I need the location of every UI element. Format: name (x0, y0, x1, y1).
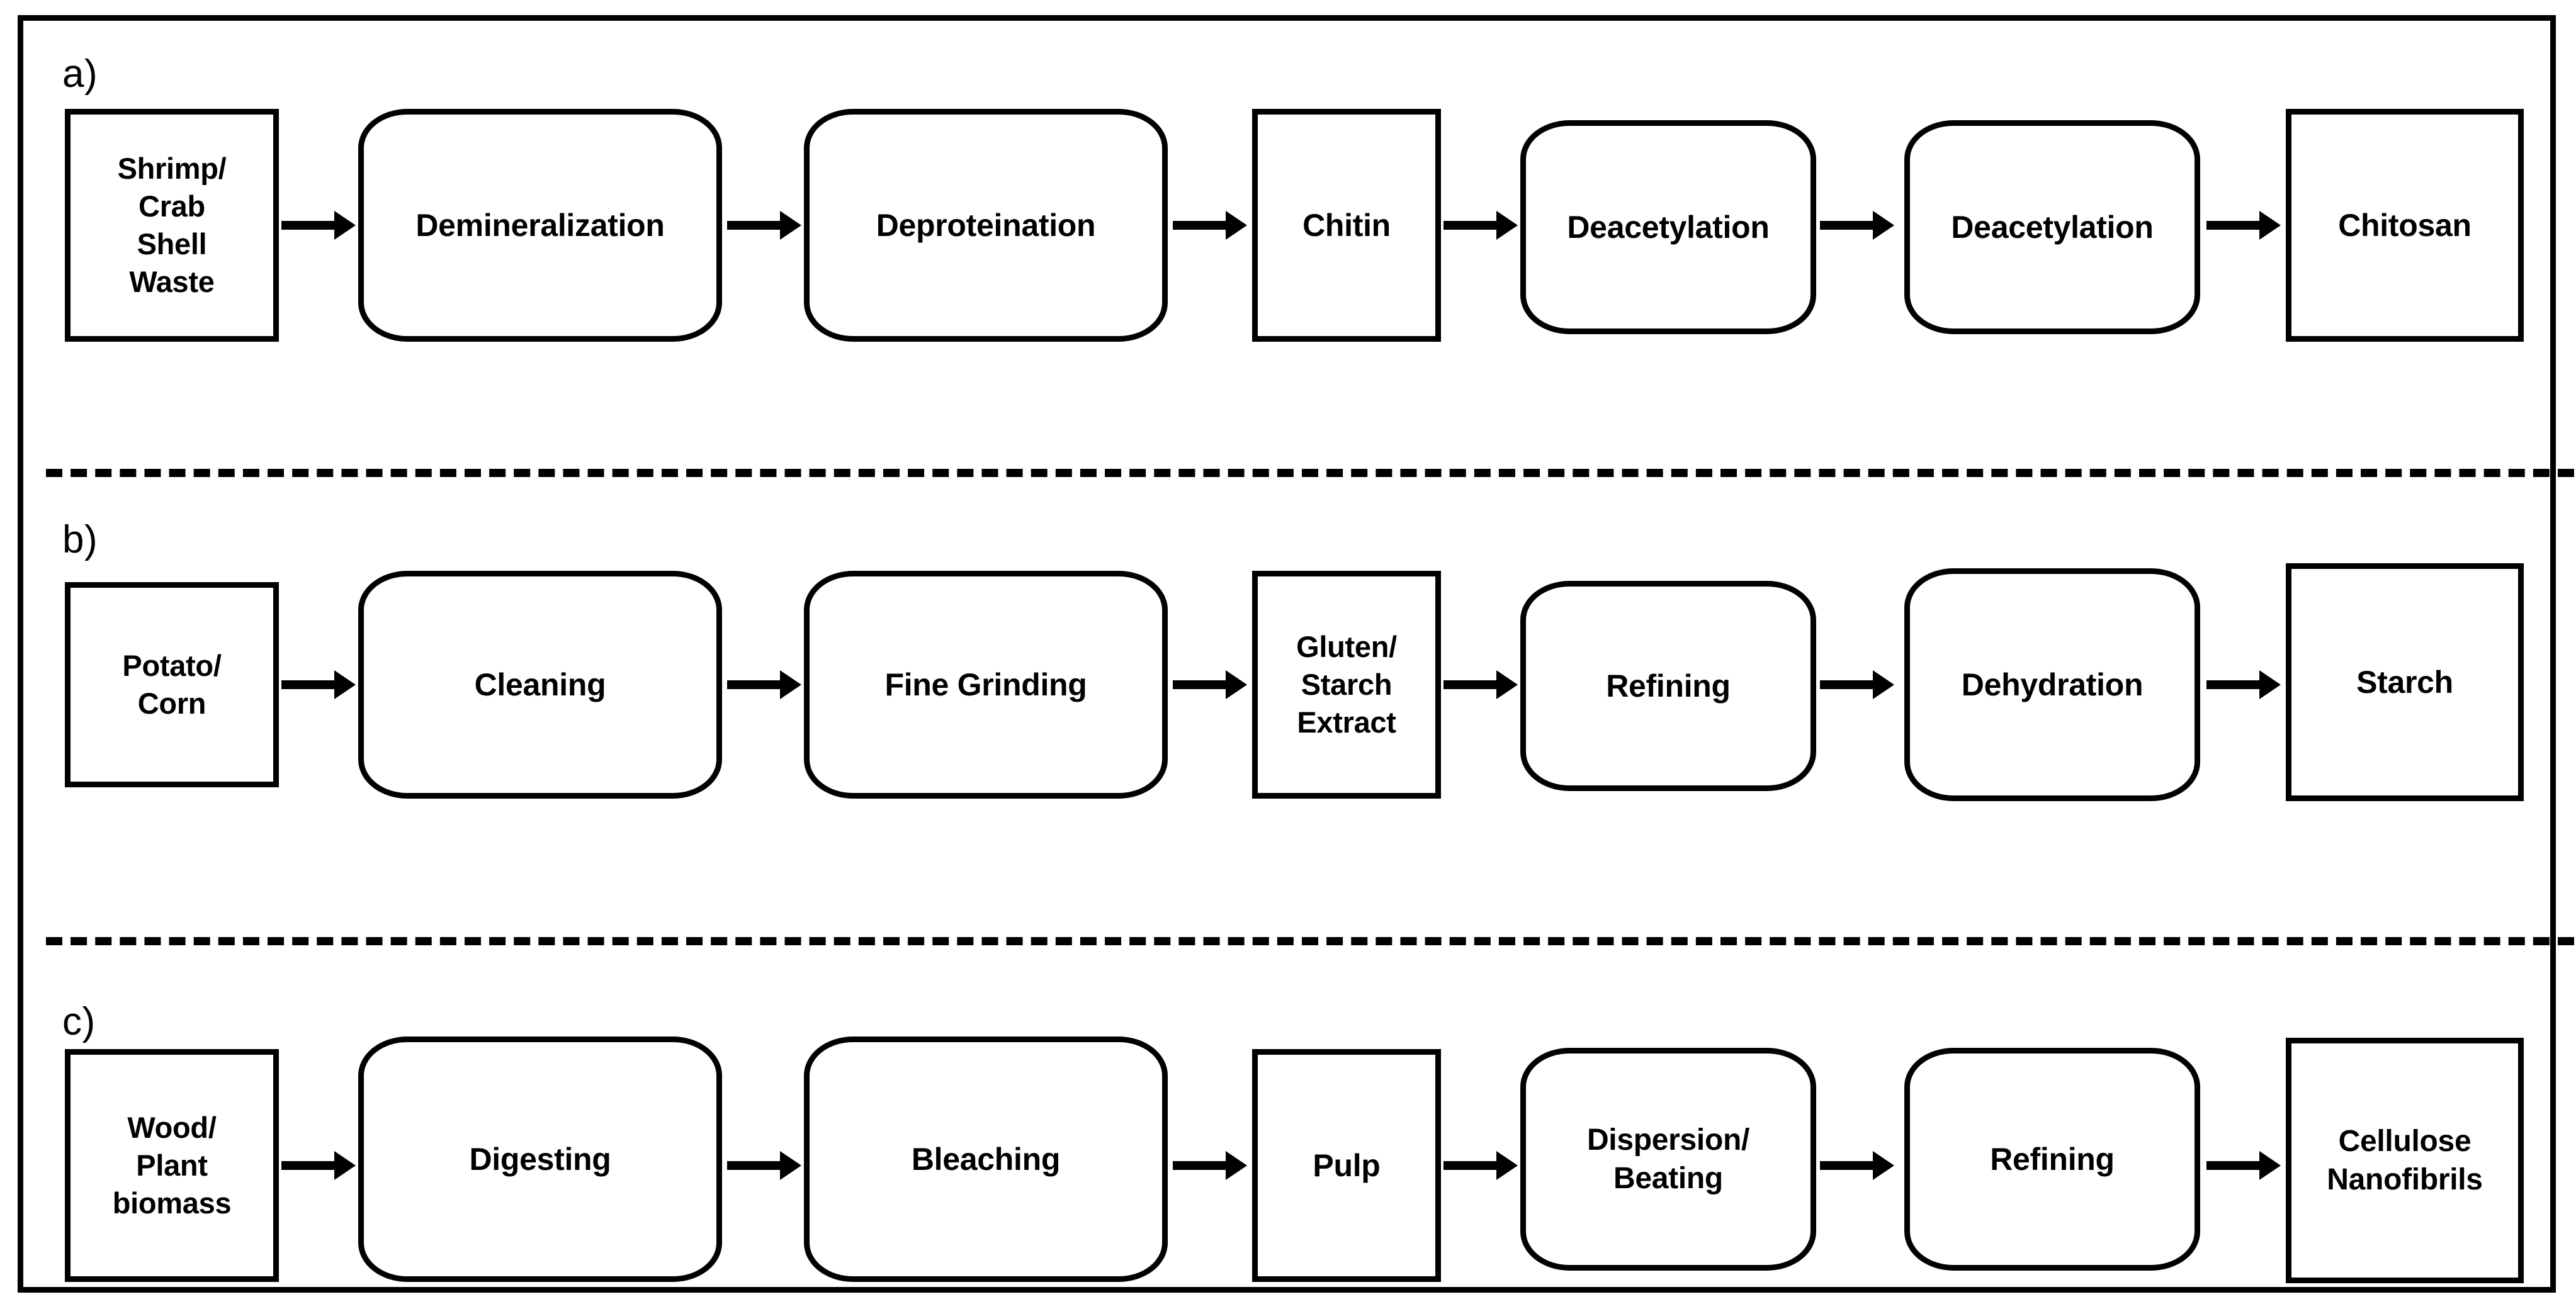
node-label: Shrimp/ Crab Shell Waste (117, 151, 227, 299)
arrow-3 (1173, 221, 1228, 230)
node-starch[interactable]: Starch (2286, 563, 2524, 801)
node-label: Deacetylation (1567, 210, 1770, 245)
node-label: Potato/ Corn (122, 648, 222, 720)
panel-b: b) Potato/ Corn Cleaning Fine Grinding G… (23, 458, 2550, 926)
arrow-2 (727, 1161, 782, 1170)
node-deacetylation-2[interactable]: Deacetylation (1904, 120, 2200, 334)
node-demineralization[interactable]: Demineralization (358, 109, 722, 342)
arrow-5 (1820, 1161, 1875, 1170)
node-label: Gluten/ Starch Extract (1296, 629, 1397, 739)
arrow-2 (727, 680, 782, 689)
arrow-3 (1173, 1161, 1228, 1170)
arrow-6 (2206, 1161, 2262, 1170)
node-label: Chitosan (2338, 208, 2471, 243)
panel-divider-2 (46, 937, 2574, 945)
node-label: Refining (1606, 668, 1731, 704)
node-label: Cellulose Nanofibrils (2327, 1124, 2483, 1196)
panel-label-a: a) (62, 52, 98, 96)
panel-label-b: b) (62, 518, 98, 561)
arrow-4 (1443, 1161, 1499, 1170)
node-label: Starch (2356, 665, 2453, 700)
node-label: Dispersion/ Beating (1586, 1123, 1750, 1195)
node-cleaning[interactable]: Cleaning (358, 571, 722, 799)
arrow-6 (2206, 680, 2262, 689)
node-label: Cleaning (474, 667, 606, 702)
node-label: Refining (1990, 1142, 2115, 1177)
node-label: Fine Grinding (884, 667, 1087, 702)
arrow-1 (281, 680, 337, 689)
node-shrimp-crab-shell-waste[interactable]: Shrimp/ Crab Shell Waste (65, 109, 279, 342)
arrow-2 (727, 221, 782, 230)
arrow-1 (281, 1161, 337, 1170)
node-label: Dehydration (1961, 667, 2144, 702)
node-label: Wood/ Plant biomass (112, 1110, 232, 1220)
arrow-5 (1820, 680, 1875, 689)
panel-a: a) Shrimp/ Crab Shell Waste Demineraliza… (23, 21, 2550, 458)
arrow-4 (1443, 221, 1499, 230)
node-label: Deproteination (876, 208, 1096, 243)
node-label: Chitin (1302, 208, 1391, 243)
node-bleaching[interactable]: Bleaching (804, 1037, 1168, 1282)
node-dehydration[interactable]: Dehydration (1904, 568, 2200, 801)
arrow-1 (281, 221, 337, 230)
node-refining[interactable]: Refining (1904, 1048, 2200, 1271)
node-label: Digesting (469, 1142, 611, 1177)
arrow-5 (1820, 221, 1875, 230)
node-label: Bleaching (911, 1142, 1061, 1177)
panel-label-c: c) (62, 1000, 96, 1043)
node-refining[interactable]: Refining (1520, 581, 1816, 791)
panel-c: c) Wood/ Plant biomass Digesting Bleachi… (23, 926, 2550, 1297)
node-chitin[interactable]: Chitin (1252, 109, 1441, 342)
node-label: Demineralization (415, 208, 665, 243)
node-digesting[interactable]: Digesting (358, 1037, 722, 1282)
arrow-4 (1443, 680, 1499, 689)
panel-divider-1 (46, 469, 2574, 477)
node-cellulose-nanofibrils[interactable]: Cellulose Nanofibrils (2286, 1038, 2524, 1283)
arrow-6 (2206, 221, 2262, 230)
arrow-3 (1173, 680, 1228, 689)
node-pulp[interactable]: Pulp (1252, 1049, 1441, 1282)
node-chitosan[interactable]: Chitosan (2286, 109, 2524, 342)
node-deacetylation-1[interactable]: Deacetylation (1520, 120, 1816, 334)
node-gluten-starch-extract[interactable]: Gluten/ Starch Extract (1252, 571, 1441, 799)
node-deproteination[interactable]: Deproteination (804, 109, 1168, 342)
node-dispersion-beating[interactable]: Dispersion/ Beating (1520, 1048, 1816, 1271)
node-fine-grinding[interactable]: Fine Grinding (804, 571, 1168, 799)
node-label: Pulp (1313, 1148, 1381, 1183)
node-label: Deacetylation (1951, 210, 2154, 245)
outer-border: a) Shrimp/ Crab Shell Waste Demineraliza… (18, 15, 2574, 1293)
node-potato-corn[interactable]: Potato/ Corn (65, 582, 279, 787)
node-wood-plant-biomass[interactable]: Wood/ Plant biomass (65, 1049, 279, 1282)
